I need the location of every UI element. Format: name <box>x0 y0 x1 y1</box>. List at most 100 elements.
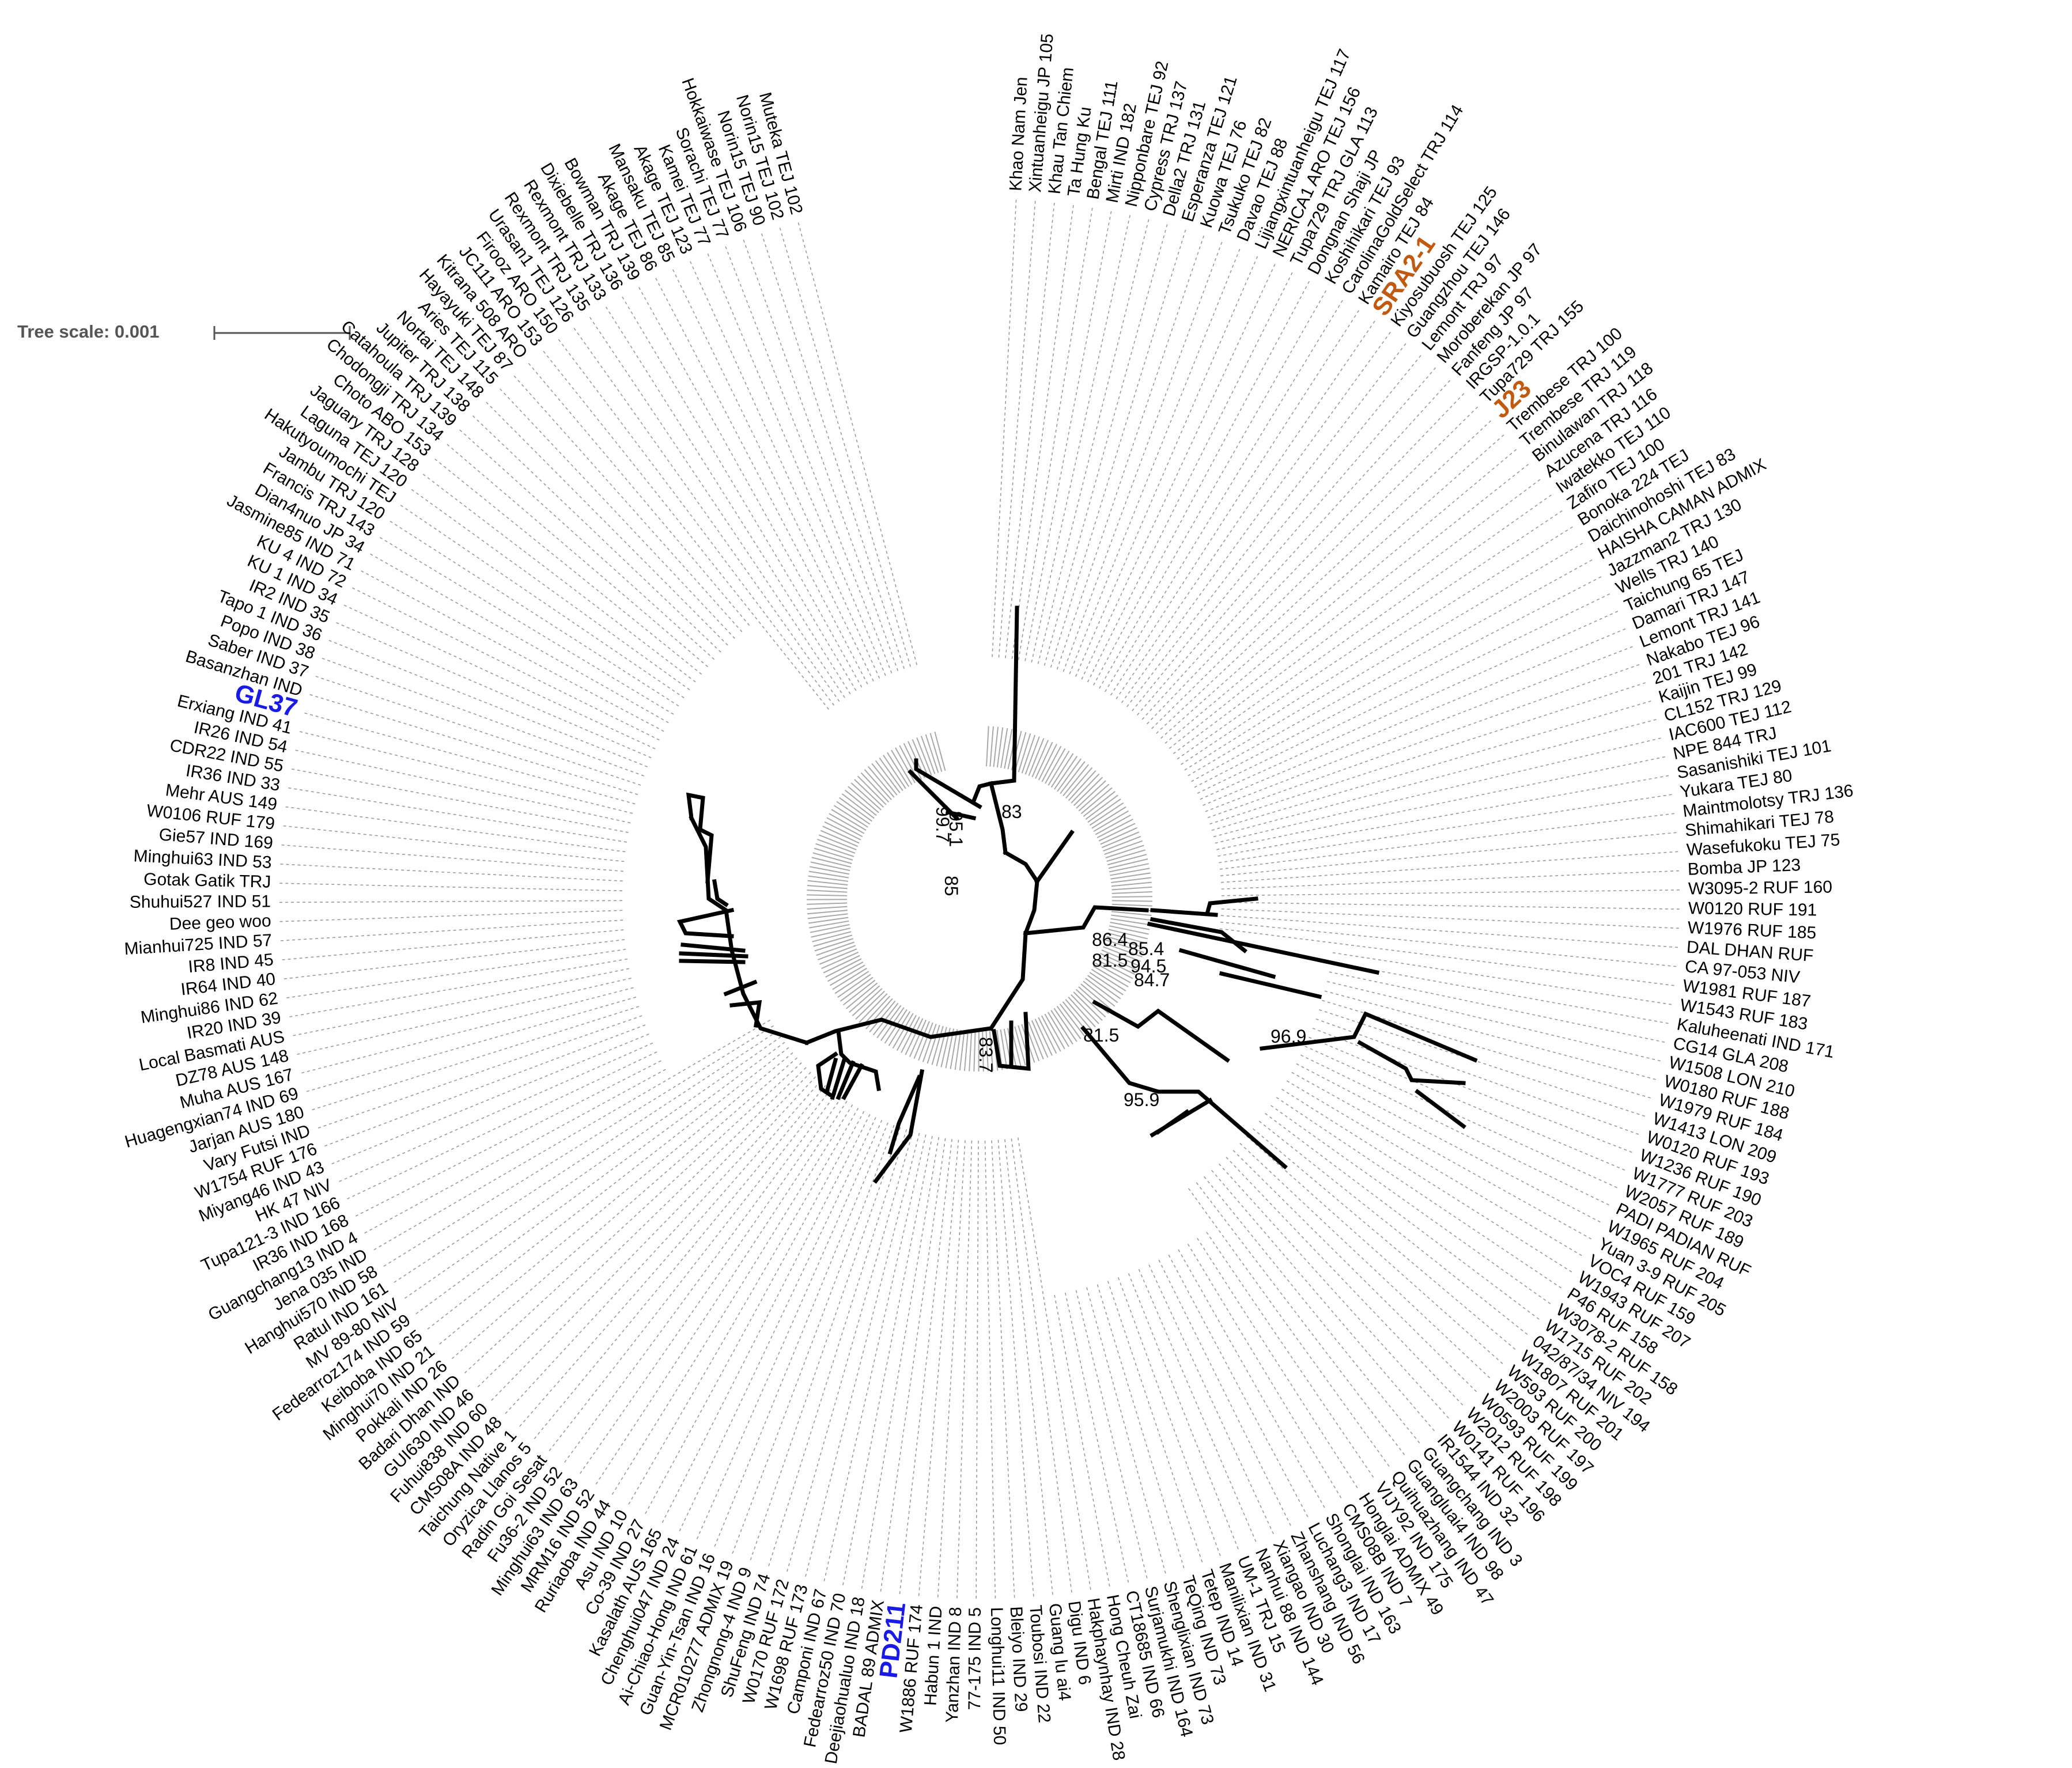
leaf-guide-line <box>1204 1176 1421 1445</box>
leaf-stub-line <box>1021 735 1036 774</box>
leaf-guide-line <box>1054 1294 1111 1588</box>
leaf-label: Longhui11 IND 50 <box>987 1607 1009 1745</box>
leaf-stub-line <box>1004 729 1013 769</box>
leaf-stub-line <box>834 971 869 994</box>
leaf-stub-line <box>1041 745 1062 782</box>
leaf-stub-line <box>1098 823 1136 842</box>
leaf-guide-line <box>1239 1142 1492 1380</box>
leaf-stub-line <box>819 948 857 965</box>
leaf-guide-line <box>1056 233 1205 670</box>
leaf-stub-line <box>1050 1010 1073 1045</box>
leaf-stub-line <box>1044 748 1066 784</box>
leaf-guide-line <box>1220 921 1678 967</box>
leaf-guide-line <box>918 1139 959 1598</box>
leaf-stub-line <box>1076 780 1106 809</box>
leaf-stub-line <box>816 839 856 854</box>
leaf-stub-line <box>1083 980 1116 1007</box>
leaf-guide-line <box>1151 405 1480 729</box>
leaf-stub-line <box>996 1029 1003 1070</box>
leaf-guide-line <box>288 958 628 1018</box>
branch <box>991 1012 1031 1071</box>
leaf-stub-line <box>1111 881 1152 887</box>
leaf-label: Yanzhan IND 8 <box>943 1607 965 1723</box>
leaf-guide-line <box>308 694 638 795</box>
leaf-stub-line <box>1109 863 1149 873</box>
leaf-guide-line <box>304 997 637 1093</box>
branch <box>835 1060 856 1100</box>
leaf-stub-line <box>811 857 851 868</box>
leaf-guide-line <box>410 488 690 691</box>
branch <box>1178 948 1276 979</box>
leaf-guide-line <box>1063 240 1223 672</box>
leaf-stub-line <box>1034 1019 1053 1056</box>
leaf-stub-line <box>1024 736 1040 775</box>
leaf-stub-line <box>848 786 879 813</box>
leaf-guide-line <box>1221 902 1681 910</box>
leaf-stub-line <box>1085 794 1118 820</box>
leaf-stub-line <box>1110 872 1151 880</box>
leaf-stub-line <box>823 955 860 974</box>
leaf-stub-line <box>891 749 913 785</box>
leaf-stub-line <box>875 760 901 793</box>
leaf-stub-line <box>996 727 1004 768</box>
leaf-stub-line <box>1100 953 1137 971</box>
leaf-guide-line <box>1005 200 1056 658</box>
leaf-stub-line <box>837 974 871 998</box>
leaf-stub-line <box>845 982 878 1009</box>
leaf-stub-line <box>807 884 848 889</box>
leaf-stub-line <box>1087 975 1121 1000</box>
leaf-stub-line <box>833 805 868 828</box>
tree-branches <box>676 605 1478 1184</box>
leaf-stub-line <box>1073 777 1103 807</box>
leaf-stub-line <box>989 1031 994 1072</box>
leaf-guide-line <box>1221 889 1681 896</box>
leaf-guide-line <box>761 232 905 669</box>
leaf-stub-line <box>1035 741 1053 779</box>
leaf-guide-line <box>654 276 868 684</box>
leaf-guide-line <box>278 883 623 892</box>
branch <box>1092 1000 1230 1063</box>
leaf-label: Bomba JP 123 <box>1687 855 1801 879</box>
leaf-stub-line <box>916 737 932 776</box>
leaf-guide-line <box>334 621 652 759</box>
leaf-guide-line <box>604 305 851 695</box>
leaf-guide-line <box>1219 793 1674 864</box>
leaf-stub-line <box>931 1025 944 1065</box>
leaf-stub-line <box>811 927 850 938</box>
leaf-stub-line <box>927 1025 940 1064</box>
leaf-guide-line <box>426 1047 789 1331</box>
leaf-guide-line <box>1169 463 1530 749</box>
leaf-guide-line <box>504 1076 816 1415</box>
leaf-stub-line <box>1080 787 1113 815</box>
branch <box>1034 830 1075 884</box>
leaf-stub-line <box>895 747 916 783</box>
leaf-stub-line <box>1108 929 1148 940</box>
leaf-stub-line <box>1060 761 1086 794</box>
branch <box>1023 905 1149 936</box>
leaf-stub-line <box>857 775 887 805</box>
leaf-guide-line <box>1004 1139 1054 1597</box>
leaf-stub-line <box>1093 966 1129 987</box>
leaf-stub-line <box>1100 827 1137 845</box>
leaf-guide-line <box>1132 354 1423 711</box>
leaf-guide-line <box>316 1015 642 1129</box>
leaf-guide-line <box>414 1042 785 1316</box>
leaf-stub-line <box>1091 968 1126 991</box>
leaf-stub-line <box>818 834 857 851</box>
leaf-stub-line <box>1111 903 1152 907</box>
leaf-stub-line <box>1056 1005 1082 1039</box>
leaf-stub-line <box>1111 900 1152 902</box>
leaf-guide-line <box>1181 509 1564 765</box>
leaf-guide-line <box>1188 1188 1391 1468</box>
leaf-stub-line <box>985 1031 989 1072</box>
leaf-stub-line <box>1107 854 1147 866</box>
leaf-guide-line <box>354 1060 661 1218</box>
branch <box>712 879 729 907</box>
leaf-stub-line <box>854 779 884 808</box>
leaf-stub-line <box>859 993 888 1023</box>
leaf-stub-line <box>934 731 946 771</box>
leaf-guide-line <box>1216 756 1667 850</box>
